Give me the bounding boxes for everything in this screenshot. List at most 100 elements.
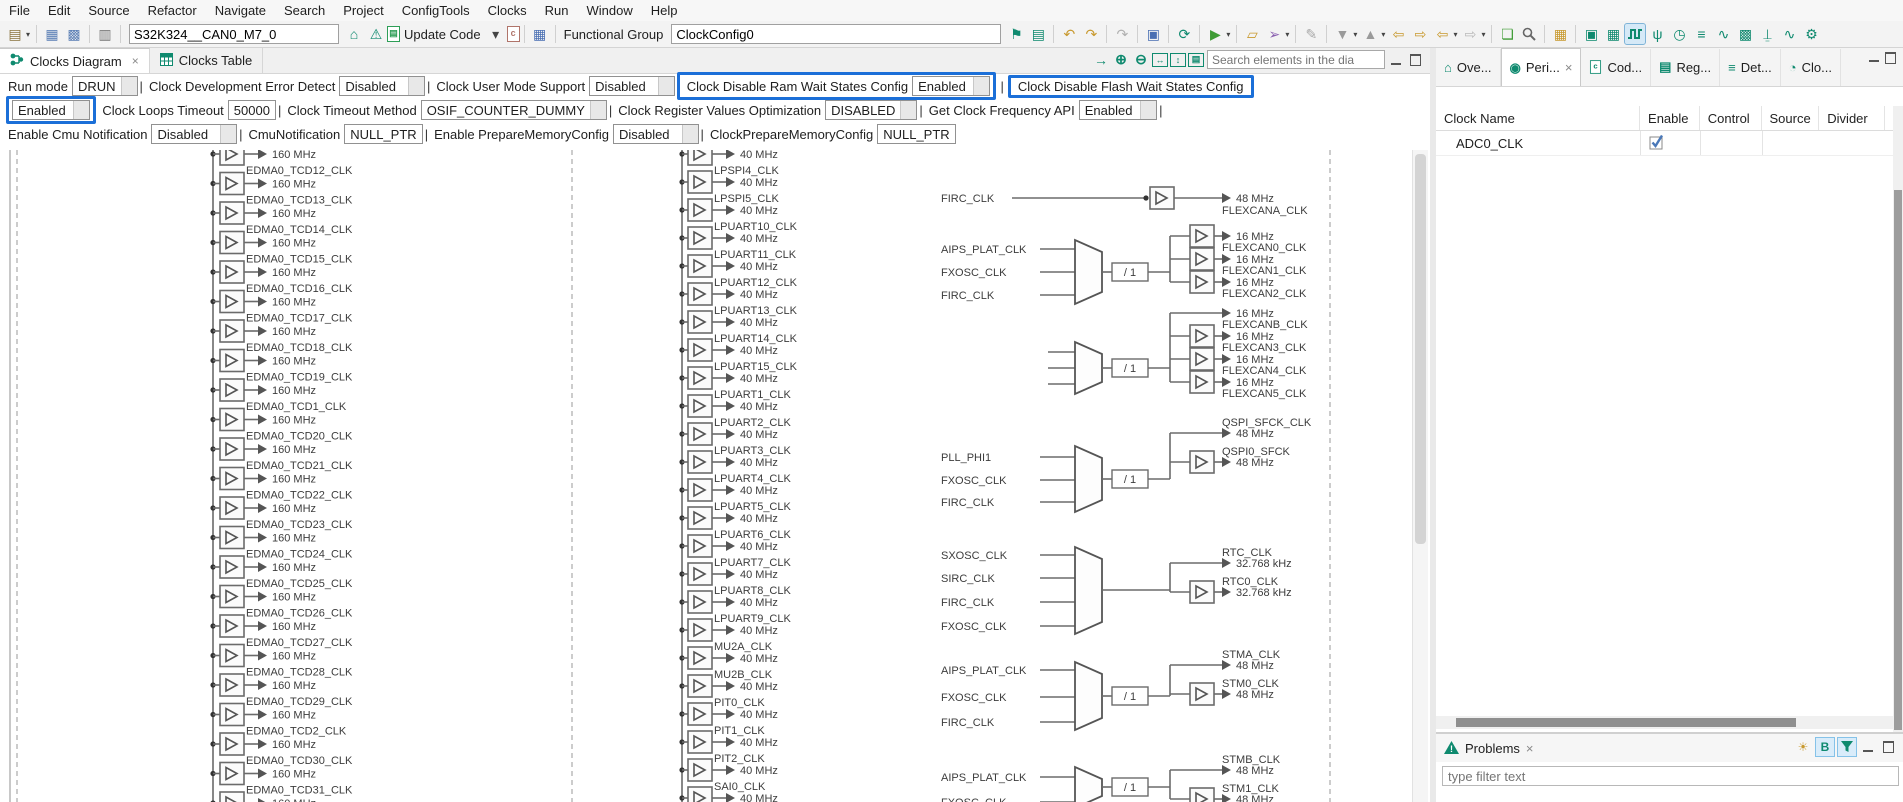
filter-funnel-icon[interactable] [1837,737,1857,757]
timer-tool-icon[interactable]: ◷ [1673,25,1686,42]
warning-triangle-icon[interactable]: ⚠ [369,25,383,42]
search-icon[interactable] [1519,24,1539,44]
console-c-icon[interactable]: ▣ [1584,25,1599,42]
table-vertical-scrollbar[interactable] [1893,106,1903,758]
column-header-clock-name[interactable]: Clock Name [1444,110,1515,126]
menu-item-clocks[interactable]: Clocks [487,3,527,18]
dropdown-button[interactable] [220,125,237,143]
clocks-tool-icon[interactable] [1624,23,1647,45]
new-window-icon[interactable]: ❏ [1501,25,1514,42]
setting-value-dropdown[interactable]: Disabled [612,124,699,144]
home-icon[interactable]: ⌂ [349,26,359,42]
settings-tool-icon[interactable]: ⚙ [1805,25,1818,42]
project-selector-input[interactable] [129,24,340,44]
dropdown-button[interactable] [657,77,674,95]
view-tab-reg[interactable]: ▤Reg... [1651,48,1721,86]
minimize-icon[interactable] [1869,52,1879,62]
setting-value-dropdown[interactable]: DISABLED [825,100,918,120]
undo-icon[interactable]: ↶ [1063,25,1076,42]
open-folder-icon[interactable]: ▱ [1247,25,1258,42]
forward-icon[interactable]: ⇨ [1464,25,1477,42]
refresh-icon[interactable]: ⟳ [1178,25,1191,42]
save-icon[interactable]: ▦ [45,25,59,42]
waves-tool-icon[interactable]: ∿ [1783,25,1796,42]
menu-item-project[interactable]: Project [343,3,384,18]
scrollbar-thumb[interactable] [1894,190,1902,730]
dropdown-button[interactable] [973,77,990,95]
binary-file-icon[interactable]: ▥ [98,25,112,42]
view-tab-clo[interactable]: ◔Clo... [1781,48,1841,86]
column-header-divider[interactable]: Divider [1818,106,1884,130]
signal-tool-icon[interactable]: ∿ [1717,25,1730,42]
column-header-source[interactable]: Source [1760,106,1819,130]
setting-value-dropdown[interactable]: Enabled [912,76,991,96]
dropdown-button[interactable] [681,125,698,143]
pins-tool-icon[interactable]: ψ [1652,26,1663,42]
peripherals-chip-icon[interactable]: ▦ [1606,25,1621,42]
close-icon[interactable]: × [1564,60,1573,75]
menu-item-edit[interactable]: Edit [47,3,71,18]
close-icon[interactable]: × [131,54,139,68]
fit-page-icon[interactable]: ▤ [1188,52,1204,67]
back-icon[interactable]: ⇦ [1436,25,1449,42]
view-tab-ove[interactable]: ⌂Ove... [1436,48,1501,86]
view-tab-peri[interactable]: ◉Peri...× [1500,48,1582,86]
dropdown-arrow-icon[interactable]: ▾ [1353,29,1358,39]
zoom-in-icon[interactable]: ⊕ [1115,51,1127,67]
external-tools-icon[interactable]: ➢ [1268,25,1281,42]
problems-filter-input[interactable] [1442,766,1899,786]
dropdown-button[interactable] [900,101,917,119]
package-tool-icon[interactable]: ▩ [1738,25,1753,42]
scrollbar-thumb[interactable] [1415,154,1426,544]
editor-tab-clocks-diagram[interactable]: Clocks Diagram× [0,48,150,73]
fit-height-icon[interactable]: ↕ [1170,52,1186,67]
clock-gate-SAI1_CLK[interactable]: 40 MHzSAI1_CLK [679,786,778,802]
dropdown-button[interactable] [1140,101,1157,119]
load-settings-icon[interactable]: ▲ [1363,26,1378,42]
diagram-vertical-scrollbar[interactable] [1412,150,1428,802]
save-all-icon[interactable]: ▩ [67,25,81,42]
update-code-file-icon[interactable]: ▤ [387,26,401,42]
dropdown-button[interactable] [120,77,137,95]
maximize-icon[interactable] [1885,52,1896,64]
editor-tab-clocks-table[interactable]: Clocks Table [150,48,264,73]
dropdown-arrow-icon[interactable]: ▾ [1285,29,1290,39]
setting-value-dropdown[interactable]: DRUN [71,76,138,96]
table-row-ADC0_CLK[interactable]: ADC0_CLK [1436,131,1893,156]
pin-document-icon[interactable]: ▤ [1031,25,1045,42]
pin-table-icon[interactable]: ▦ [1553,25,1568,42]
zoom-out-icon[interactable]: ⊖ [1135,51,1147,67]
view-tab-det[interactable]: ≡Det... [1720,48,1781,86]
flag-icon[interactable]: ⚑ [1010,25,1023,42]
diagram-search-input[interactable] [1207,50,1385,69]
